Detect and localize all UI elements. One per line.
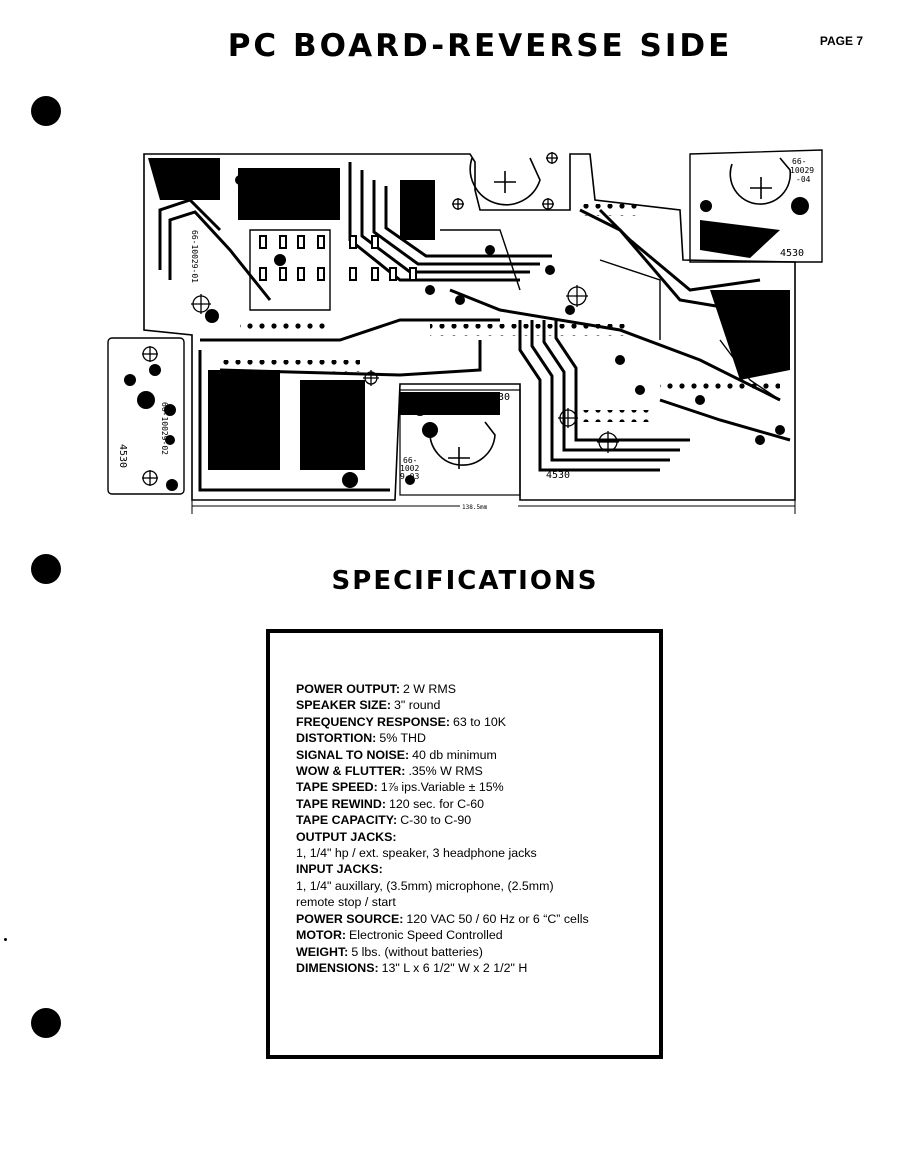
spec-value: 40 db minimum: [412, 747, 497, 762]
part-label-bottom-2: 1002: [400, 464, 419, 473]
spec-label: MOTOR:: [296, 928, 347, 943]
ic-label-center: 4530: [486, 392, 510, 403]
spec-item: TAPE SPEED:1⅞ ips.Variable ± 15%: [296, 779, 656, 795]
part-label-left-vertical: 66-10029-01: [190, 230, 199, 283]
binder-hole-top: [31, 96, 61, 126]
spec-value: 5 lbs. (without batteries): [351, 944, 483, 959]
binder-hole-bottom: [31, 1008, 61, 1038]
spec-label: SIGNAL TO NOISE:: [296, 747, 410, 762]
spec-item: WEIGHT:5 lbs. (without batteries): [296, 944, 656, 960]
spec-value: 1⅞ ips.Variable ± 15%: [380, 780, 504, 795]
spec-item: remote stop / start: [296, 894, 656, 910]
part-label-bottom-1: 66-: [403, 456, 417, 465]
ic-label-bottom: 4530: [546, 470, 570, 481]
binder-hole-middle: [31, 554, 61, 584]
spec-item: TAPE CAPACITY:C-30 to C-90: [296, 812, 656, 828]
spec-item: 1, 1/4" hp / ext. speaker, 3 headphone j…: [296, 845, 656, 861]
spec-value: remote stop / start: [296, 895, 396, 910]
spec-label: TAPE REWIND:: [296, 796, 386, 811]
spec-item: 1, 1/4" auxillary, (3.5mm) microphone, (…: [296, 878, 656, 894]
spec-item: DIMENSIONS:13" L x 6 1/2" W x 2 1/2" H: [296, 960, 656, 976]
spec-label: POWER SOURCE:: [296, 911, 404, 926]
spec-label: DIMENSIONS:: [296, 960, 379, 975]
spec-value: 3" round: [394, 698, 441, 713]
spec-label: INPUT JACKS:: [296, 862, 383, 877]
spec-value: Electronic Speed Controlled: [349, 928, 503, 943]
spec-value: 5% THD: [379, 731, 426, 746]
top-right-board-outline: [689, 149, 823, 263]
spec-item: DISTORTION:5% THD: [296, 730, 656, 746]
specifications-heading: SPECIFICATIONS: [331, 566, 599, 596]
spec-label: POWER OUTPUT:: [296, 682, 400, 696]
pcb-diagram: 66- 10029 -04 4530 4530 4530 66- 1002 9-…: [100, 140, 835, 530]
spec-value: 2 W RMS: [402, 682, 456, 696]
part-label-top-right-1: 66-: [792, 157, 806, 166]
spec-label: WEIGHT:: [296, 944, 349, 959]
ic-label-side: 4530: [117, 444, 128, 468]
side-board-outline: [107, 337, 185, 495]
part-label-bottom-3: 9-03: [400, 472, 419, 481]
spec-value: .35% W RMS: [408, 764, 483, 779]
spec-label: DISTORTION:: [296, 731, 377, 746]
page-title: PC BOARD-REVERSE SIDE: [227, 28, 733, 64]
spec-item: INPUT JACKS:: [296, 861, 656, 877]
spec-value: 1, 1/4" auxillary, (3.5mm) microphone, (…: [296, 878, 554, 893]
spec-item: SPEAKER SIZE:3" round: [296, 697, 656, 713]
part-label-top-right-2: 10029: [790, 166, 814, 175]
spec-value: 13" L x 6 1/2" W x 2 1/2" H: [381, 960, 528, 975]
spec-label: FREQUENCY RESPONSE:: [296, 714, 450, 729]
spec-item: WOW & FLUTTER:.35% W RMS: [296, 763, 656, 779]
part-label-top-right-3: -04: [796, 175, 811, 184]
ic-label-top-right: 4530: [780, 248, 804, 259]
page-number: PAGE 7: [819, 34, 863, 48]
main-board-outline: [143, 153, 796, 501]
spec-label: TAPE SPEED:: [296, 780, 378, 795]
pcb-artwork: 66- 10029 -04 4530 4530 4530 66- 1002 9-…: [107, 149, 823, 514]
stray-mark: [4, 938, 7, 941]
spec-label: WOW & FLUTTER:: [296, 764, 406, 779]
spec-value: 120 VAC 50 / 60 Hz or 6 “C” cells: [406, 911, 589, 926]
spec-item: MOTOR:Electronic Speed Controlled: [296, 927, 656, 943]
spec-value: 1, 1/4" hp / ext. speaker, 3 headphone j…: [296, 846, 537, 861]
spec-item: POWER SOURCE:120 VAC 50 / 60 Hz or 6 “C”…: [296, 911, 656, 927]
spec-label: TAPE CAPACITY:: [296, 813, 398, 828]
dimension-label: 138.5mm: [462, 504, 488, 511]
spec-item: SIGNAL TO NOISE:40 db minimum: [296, 747, 656, 763]
spec-value: 63 to 10K: [453, 714, 507, 729]
part-label-side-vertical: 66-10029-02: [160, 402, 169, 455]
spec-value: 120 sec. for C-60: [388, 796, 484, 811]
spec-item: POWER OUTPUT:2 W RMS: [296, 681, 656, 697]
spec-item: TAPE REWIND:120 sec. for C-60: [296, 796, 656, 812]
spec-value: C-30 to C-90: [400, 813, 472, 828]
spec-item: OUTPUT JACKS:: [296, 829, 656, 845]
spec-label: OUTPUT JACKS:: [296, 829, 397, 844]
spec-item: FREQUENCY RESPONSE:63 to 10K: [296, 714, 656, 730]
spec-label: SPEAKER SIZE:: [296, 698, 392, 713]
